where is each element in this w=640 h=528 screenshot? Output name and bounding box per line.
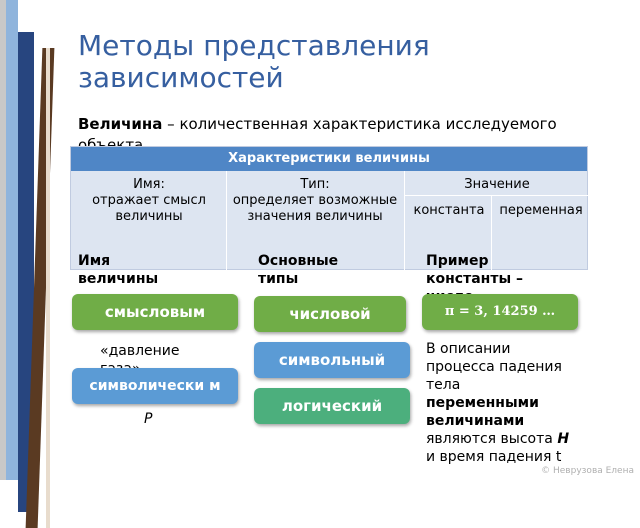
description: В описании процесса падения тела перемен…: [426, 340, 576, 466]
slide-title: Методы представления зависимостей: [78, 29, 430, 94]
description-line2: являются высота: [426, 431, 553, 447]
description-line1: В описании процесса падения тела: [426, 341, 562, 393]
height-symbol: H: [557, 431, 570, 447]
table-cell-name: Имя: отражает смысл величины: [92, 177, 206, 224]
definition-term: Величина: [78, 115, 163, 133]
table-cell-type: Тип: определяет возможные значения велич…: [232, 177, 398, 224]
label-name: Имя величины: [78, 253, 159, 287]
p-symbol: P: [144, 411, 153, 427]
definition: Величина – количественная характеристика…: [78, 114, 558, 156]
decor-stripe-light: [6, 0, 18, 480]
description-bold: переменными величинами: [426, 395, 539, 429]
table-divider: [404, 195, 589, 196]
table-divider: [404, 171, 405, 271]
decor-stripe-gray: [0, 0, 6, 480]
description-and-time: и время: [426, 449, 485, 465]
table-cell-value: Значение: [464, 177, 530, 192]
char-type-button[interactable]: символьный: [254, 342, 410, 378]
semantic-button[interactable]: смысловым: [72, 294, 238, 330]
pi-value-button[interactable]: π = 3, 14259 …: [422, 294, 578, 330]
label-types: Основные типы: [258, 253, 339, 287]
logical-type-button[interactable]: логический: [254, 388, 410, 424]
description-line3: падения t: [488, 449, 562, 465]
watermark: © Неврузова Елена: [541, 466, 634, 476]
characteristics-table: Характеристики величины Имя: отражает см…: [70, 146, 589, 271]
table-cell-variable: переменная: [499, 203, 583, 218]
table-cell-constant: константа: [413, 203, 485, 218]
symbolic-button[interactable]: символически м: [72, 368, 238, 404]
table-divider: [226, 171, 227, 271]
decor-stripe-edge: [46, 48, 50, 528]
table-divider: [491, 195, 492, 271]
table-header: Характеристики величины: [71, 147, 587, 171]
numeric-type-button[interactable]: числовой: [254, 296, 406, 332]
